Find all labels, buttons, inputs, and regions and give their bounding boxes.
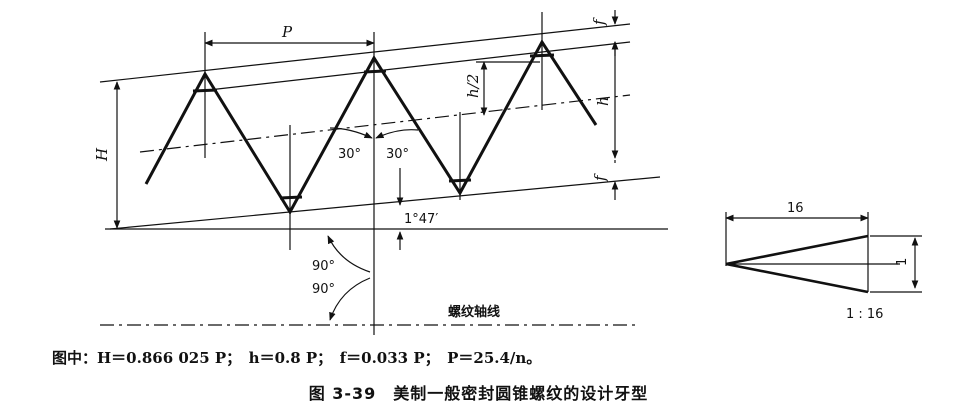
taper-sketch: 16 1 1 : 16 xyxy=(725,201,922,322)
f-top-label: f xyxy=(590,17,608,26)
formula-text: 图中：H＝0.866 025 P； h＝0.8 P； f＝0.033 P； P＝… xyxy=(52,349,542,367)
right-angle-arc-upper xyxy=(327,235,371,273)
H-label: H xyxy=(93,147,111,162)
truncated-crest-line xyxy=(199,41,631,92)
crest-flat xyxy=(363,69,387,74)
root-envelope-line xyxy=(109,176,661,230)
half-h-label: h/2 xyxy=(464,74,482,98)
root-flat xyxy=(279,195,303,200)
angle-label-right: 30° xyxy=(386,147,409,162)
angle-label-left: 30° xyxy=(338,147,361,162)
angle-arc-right xyxy=(375,129,419,139)
right-angle-arc-lower xyxy=(329,277,371,321)
right-angle-label-1: 90° xyxy=(312,259,335,274)
thread-axis-label: 螺纹轴线 xyxy=(448,304,500,320)
figure-caption: 图 3-39 美制一般密封圆锥螺纹的设计牙型 xyxy=(308,384,649,403)
angle-arc-left xyxy=(329,127,373,139)
f-bottom-label: f xyxy=(591,173,609,182)
h-label: h xyxy=(594,96,612,106)
taper-height-label: 1 xyxy=(895,258,910,266)
right-angle-label-2: 90° xyxy=(312,282,335,297)
taper-angle-label: 1°47′ xyxy=(404,212,438,227)
taper-ratio-label: 1 : 16 xyxy=(846,307,883,322)
taper-length-label: 16 xyxy=(787,201,804,216)
pitch-line xyxy=(139,94,631,153)
pitch-label: P xyxy=(281,23,293,41)
thread-profile xyxy=(144,39,598,215)
